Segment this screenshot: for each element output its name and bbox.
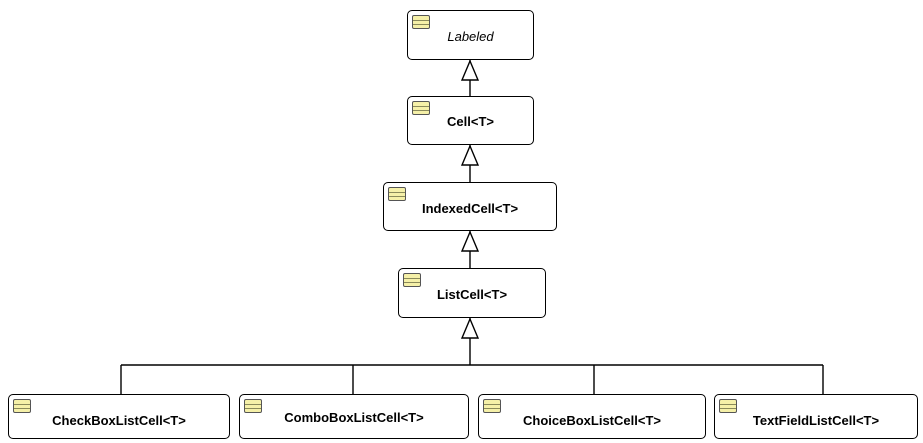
hollow-triangle-arrow-icon (460, 317, 480, 339)
class-icon (412, 101, 430, 115)
class-icon (403, 273, 421, 287)
hollow-triangle-arrow-icon (460, 144, 480, 166)
class-icon (388, 187, 406, 201)
class-icon (719, 399, 737, 413)
hollow-triangle-arrow-icon (460, 230, 480, 252)
class-box-list-cell[interactable]: ListCell<T> (398, 268, 546, 318)
class-icon (244, 399, 262, 413)
class-box-check-box-list-cell[interactable]: CheckBoxListCell<T> (8, 394, 230, 439)
class-icon (13, 399, 31, 413)
class-box-combo-box-list-cell[interactable]: ComboBoxListCell<T> (239, 394, 469, 439)
class-name-choice-box-list-cell: ChoiceBoxListCell<T> (523, 413, 661, 428)
class-name-cell: Cell<T> (447, 114, 494, 129)
class-icon (412, 15, 430, 29)
class-name-list-cell: ListCell<T> (436, 287, 508, 302)
hollow-triangle-arrow-icon (460, 59, 480, 81)
class-name-combo-box-list-cell: ComboBoxListCell<T> (284, 410, 424, 425)
class-name-labeled: Labeled (447, 29, 494, 44)
class-name-indexed-cell: IndexedCell<T> (421, 201, 519, 216)
class-box-labeled[interactable]: Labeled (407, 10, 534, 60)
class-name-check-box-list-cell: CheckBoxListCell<T> (52, 413, 186, 428)
class-box-cell[interactable]: Cell<T> (407, 96, 534, 145)
class-name-text-field-list-cell: TextFieldListCell<T> (752, 413, 880, 428)
class-box-text-field-list-cell[interactable]: TextFieldListCell<T> (714, 394, 918, 439)
class-icon (483, 399, 501, 413)
class-box-indexed-cell[interactable]: IndexedCell<T> (383, 182, 557, 231)
class-box-choice-box-list-cell[interactable]: ChoiceBoxListCell<T> (478, 394, 706, 439)
